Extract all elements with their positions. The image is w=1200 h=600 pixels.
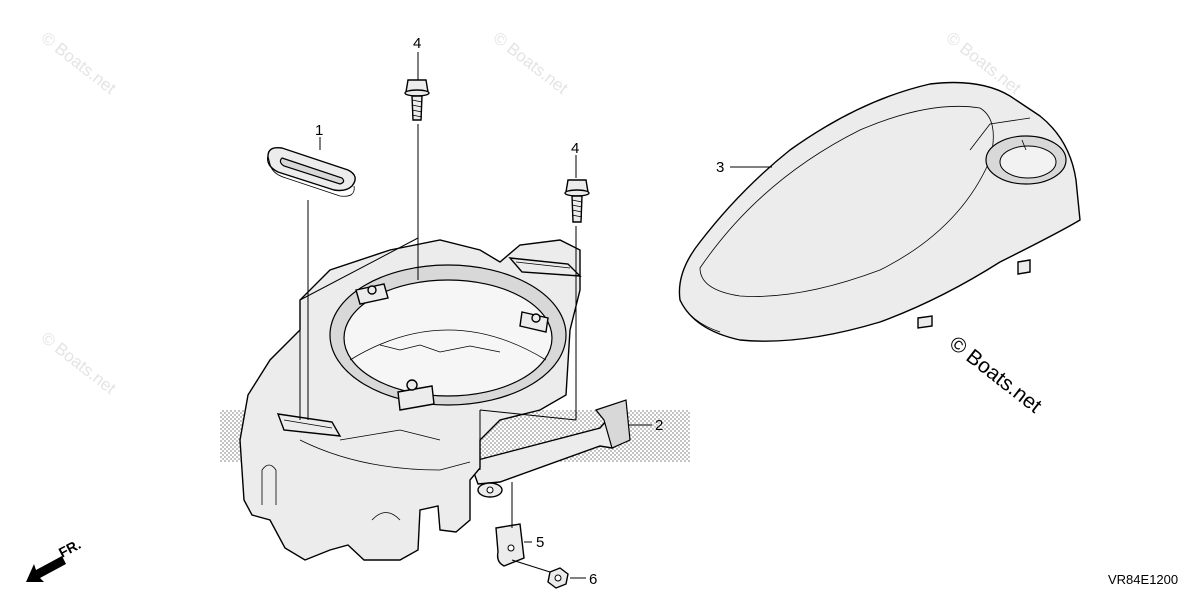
watermark-4: © Boats.net: [38, 328, 120, 398]
fan-shroud-part-2: [239, 239, 631, 561]
watermark-1: © Boats.net: [38, 28, 120, 98]
bolt-part-6: [547, 567, 569, 589]
callout-6: 6: [589, 571, 597, 588]
clip-part-5: [495, 523, 525, 567]
front-label: FR.: [56, 536, 83, 561]
front-direction-indicator: FR.: [26, 536, 83, 582]
callout-5: 5: [536, 534, 544, 551]
callout-4b: 4: [571, 140, 579, 157]
leader-lines: [299, 52, 772, 579]
bolt-part-4b: [564, 179, 590, 223]
bolt-part-4a: [404, 79, 430, 121]
front-arrow-icon: [26, 556, 66, 582]
callout-1: 1: [315, 122, 323, 139]
callout-4a: 4: [413, 35, 421, 52]
watermark-2: © Boats.net: [490, 28, 572, 98]
callout-3: 3: [716, 159, 724, 176]
callout-2: 2: [655, 417, 663, 434]
cover-part-3: [678, 81, 1081, 342]
watermark-large: © Boats.net: [945, 332, 1046, 418]
diagram-code: VR84E1200: [1108, 572, 1178, 587]
grommet-part-1: [267, 146, 356, 197]
